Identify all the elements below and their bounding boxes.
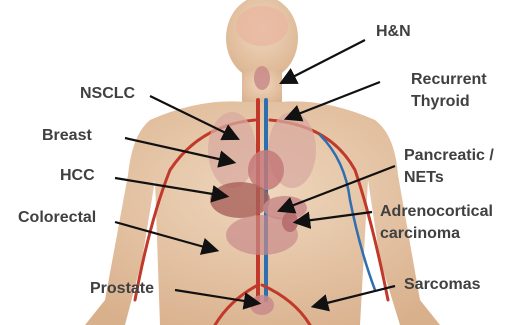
label-recurrent: Recurrent <box>411 71 487 88</box>
label-colorectal: Colorectal <box>18 209 96 226</box>
label-thyroid: Thyroid <box>411 93 470 110</box>
label-adrenocortical: Adrenocortical <box>380 203 493 220</box>
brain <box>236 6 288 46</box>
label-hn: H&N <box>376 23 411 40</box>
thyroid-organ <box>254 66 270 90</box>
label-breast: Breast <box>42 127 92 144</box>
label-prostate: Prostate <box>90 280 154 297</box>
label-nsclc: NSCLC <box>80 85 136 102</box>
adrenal <box>282 212 298 232</box>
label-sarcomas: Sarcomas <box>404 276 481 293</box>
label-nets: NETs <box>404 169 444 186</box>
left-lung <box>208 112 256 188</box>
prostate-organ <box>250 295 274 315</box>
label-hcc: HCC <box>60 167 95 184</box>
label-pancreatic: Pancreatic / <box>404 147 494 164</box>
liver <box>210 182 270 218</box>
label-carcinoma: carcinoma <box>380 225 460 242</box>
